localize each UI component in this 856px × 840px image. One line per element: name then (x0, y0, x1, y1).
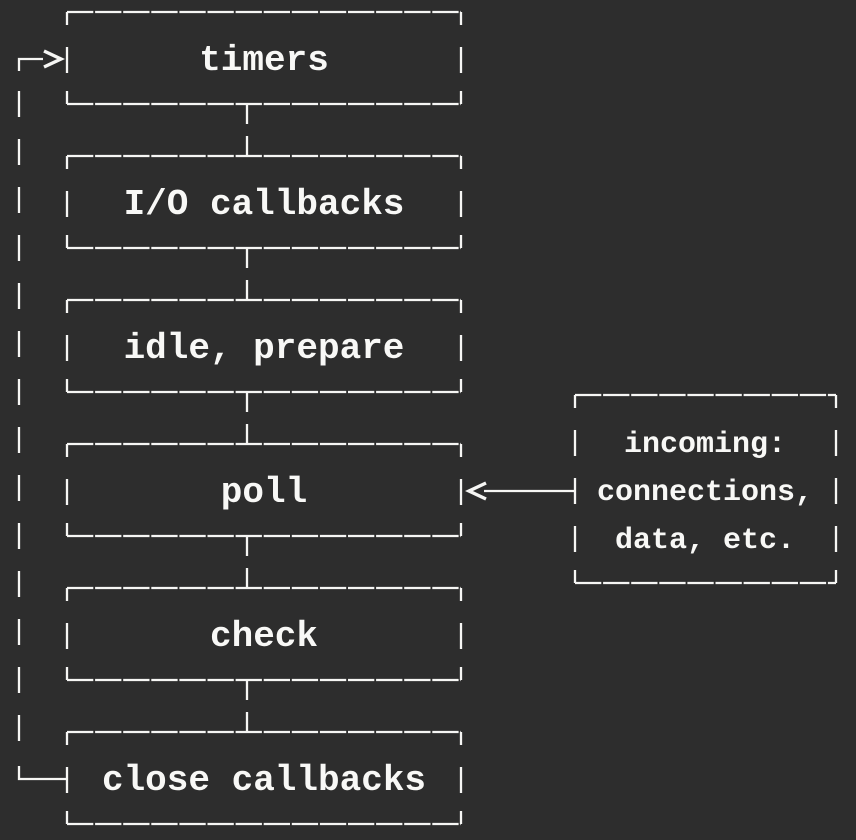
label-poll: poll (221, 472, 307, 513)
box-incoming-horizontals (575, 393, 836, 585)
box-poll (65, 424, 463, 556)
loop-path (17, 49, 66, 781)
box-incoming-verticals (573, 395, 838, 583)
box-idle-prepare-horizontals (67, 298, 461, 394)
loop-right-arrowhead-icon (43, 49, 65, 69)
box-timers-verticals (65, 12, 463, 124)
box-close-callbacks-verticals (65, 712, 463, 824)
label-close-callbacks: close callbacks (102, 760, 426, 801)
label-incoming-line-2: connections, (597, 476, 813, 510)
box-poll-horizontals (67, 442, 461, 538)
box-check-verticals (65, 568, 463, 700)
box-check-horizontals (67, 586, 461, 682)
label-incoming-line-3: data, etc. (615, 524, 795, 558)
box-io-callbacks-horizontals (67, 154, 461, 250)
box-io-callbacks-verticals (65, 136, 463, 268)
box-close-callbacks (65, 712, 463, 826)
box-poll-verticals (65, 424, 463, 556)
label-incoming-line-1: incoming: (624, 428, 786, 462)
label-io-callbacks: I/O callbacks (124, 184, 405, 225)
box-idle-prepare-verticals (65, 280, 463, 412)
label-timers: timers (199, 40, 329, 81)
box-incoming (573, 393, 838, 585)
box-idle-prepare (65, 280, 463, 412)
loop-bottom-corner (17, 766, 66, 781)
box-check (65, 568, 463, 700)
diagram-labels: timers I/O callbacks idle, prepare poll … (102, 40, 813, 801)
label-check: check (210, 616, 318, 657)
loop-top-corner (17, 57, 43, 71)
incoming-left-arrowhead-icon (465, 481, 487, 501)
incoming-to-poll-arrow (465, 481, 574, 501)
diagram-lines (17, 10, 838, 826)
box-timers-horizontals (67, 10, 461, 106)
box-close-callbacks-horizontals (67, 730, 461, 826)
box-timers (65, 10, 463, 124)
box-io-callbacks (65, 136, 463, 268)
label-idle-prepare: idle, prepare (124, 328, 405, 369)
